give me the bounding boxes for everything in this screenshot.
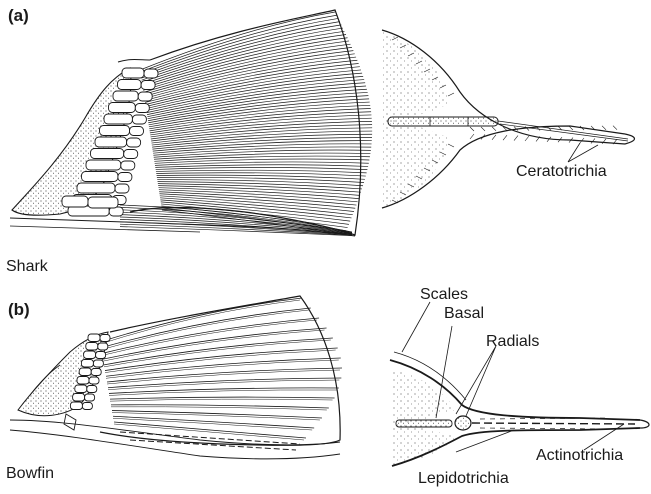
bowfin-section-radial xyxy=(455,416,471,430)
lepidotrichia-label: Lepidotrichia xyxy=(418,470,509,488)
shark-caption: Shark xyxy=(6,258,48,276)
bowfin-fin-cross-section xyxy=(390,302,649,466)
shark-section-cartilage xyxy=(388,117,498,126)
bowfin-fin-lateral-drawing xyxy=(10,296,342,459)
scales-pointer xyxy=(402,302,430,352)
ceratotrichia-pointer xyxy=(568,143,598,162)
panel-a-label: (a) xyxy=(8,6,29,26)
radials-label: Radials xyxy=(486,333,539,351)
shark-fin-lateral-drawing xyxy=(10,10,372,236)
bowfin-caption: Bowfin xyxy=(6,465,54,483)
lepidotrichia-pointer xyxy=(456,430,514,452)
basal-label: Basal xyxy=(444,305,484,323)
bowfin-lepidotrichia-rays xyxy=(100,298,342,440)
ceratotrichia-label: Ceratotrichia xyxy=(516,163,607,181)
shark-fin-cross-section xyxy=(382,30,634,208)
bowfin-section-basal xyxy=(396,420,452,427)
actinotrichia-label: Actinotrichia xyxy=(536,447,623,465)
shark-ceratotrichia-rays xyxy=(120,12,372,236)
scales-label: Scales xyxy=(420,286,468,304)
panel-b-label: (b) xyxy=(8,300,30,320)
